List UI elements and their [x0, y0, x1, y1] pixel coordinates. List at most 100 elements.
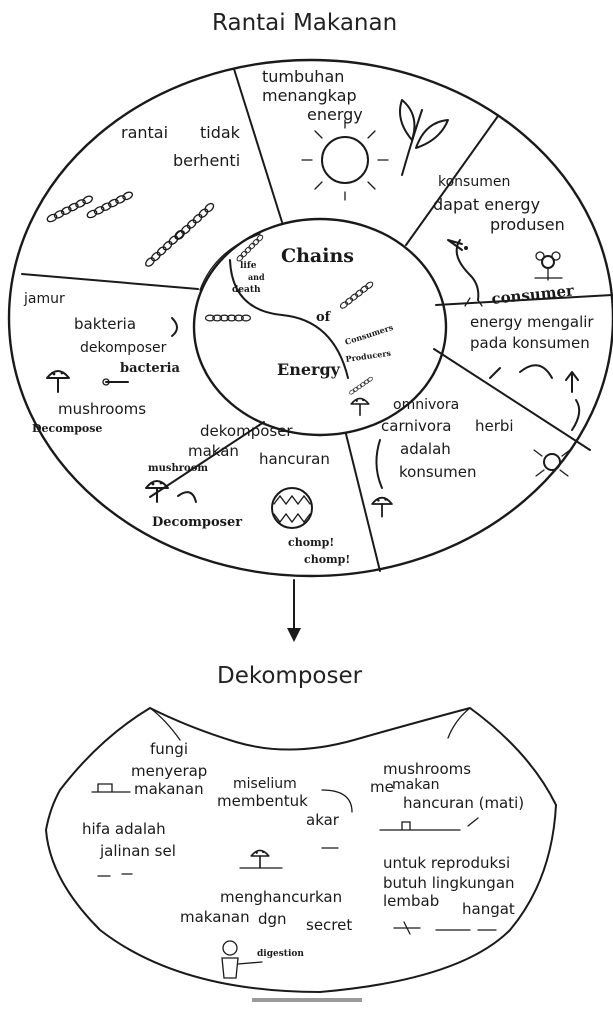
- arc-menghancurkan: menghancurkan makanan dgn secret digesti…: [180, 888, 352, 978]
- dekomposer-mushroom-icon: [146, 481, 168, 502]
- miselium-line-2: membentuk: [217, 792, 308, 810]
- digestion-tag: digestion: [257, 949, 304, 959]
- miselium-mushroom-icon: [251, 850, 269, 867]
- center-chains-label: Chains: [281, 245, 354, 267]
- reproduksi-line-1: untuk reproduksi: [383, 854, 510, 872]
- mushrooms-line-4: hancuran (mati): [403, 794, 524, 812]
- rantai-chain-2: [86, 191, 133, 219]
- bird-icon: [448, 240, 482, 306]
- menghancurkan-line-3: dgn: [258, 910, 287, 928]
- jamur-mushroom-icon: [47, 371, 69, 392]
- wheel: Chains of Energy life and death Consumer…: [9, 60, 613, 576]
- segment-tumbuhan: tumbuhan menangkap energy: [262, 67, 448, 200]
- reproduksi-line-4: hangat: [462, 900, 515, 918]
- dekomposer-line-2: makan: [188, 442, 239, 460]
- tumbuhan-line-3: energy: [307, 105, 363, 124]
- bacteria-tag: bacteria: [120, 361, 180, 376]
- center-life-label: life: [240, 261, 257, 271]
- log-icon: [380, 822, 460, 830]
- center-consumers-label: Consumers: [344, 322, 395, 347]
- fungi-hyphae-icon: [92, 784, 130, 792]
- down-arrow: [287, 580, 301, 642]
- hifa-line-2: jalinan sel: [99, 842, 176, 860]
- reproduksi-line-2: butuh lingkungan: [383, 874, 515, 892]
- person-icon: [222, 941, 262, 978]
- scan-smudge: [252, 998, 362, 1002]
- rantai-line-3: berhenti: [173, 151, 240, 170]
- center-death-label: death: [232, 285, 261, 295]
- jamur-arrow: [172, 318, 177, 336]
- center-chain-2: [206, 315, 251, 321]
- miselium-arrow: [322, 790, 352, 812]
- omnivora-line-2: carnivora: [381, 417, 451, 435]
- rantai-line-2: tidak: [200, 123, 241, 142]
- segment-rantai: rantai tidak berhenti: [46, 123, 241, 268]
- decompose-tag: Decompose: [32, 422, 102, 435]
- fungi-line-3: makanan: [134, 780, 204, 798]
- mushrooms-tag: mushrooms: [58, 400, 146, 418]
- plant-icon: [400, 100, 448, 175]
- omnivora-line-5: konsumen: [399, 463, 477, 481]
- mengalir-line-2: pada konsumen: [470, 334, 590, 352]
- center-hub: Chains of Energy life and death Consumer…: [200, 234, 395, 395]
- mosquito-icon: [490, 368, 500, 378]
- mushrooms-line-3: makan: [392, 777, 440, 793]
- chomping-mouth-icon: [272, 488, 312, 528]
- arc-reproduksi: untuk reproduksi butuh lingkungan lembab…: [383, 854, 515, 934]
- omnivora-arrow: [376, 440, 382, 488]
- flower-icon: [535, 252, 562, 280]
- miselium-line-3: akar: [306, 811, 340, 829]
- hifa-line-1: hifa adalah: [82, 820, 166, 838]
- rantai-chain-3: [144, 229, 185, 268]
- omnivora-mushroom-icon-2: [372, 498, 392, 517]
- center-producers-label: Producers: [345, 348, 392, 364]
- menghancurkan-line-2: makanan: [180, 908, 250, 926]
- mushrooms-line-1: mushrooms: [383, 760, 471, 778]
- jamur-line-2: bakteria: [74, 315, 136, 333]
- jamur-line-3: dekomposer: [80, 340, 167, 356]
- flow-arrow-2: [566, 372, 578, 392]
- segment-jamur: jamur bakteria dekomposer bacteria mushr…: [23, 291, 180, 435]
- chomp-1: chomp!: [288, 536, 334, 549]
- consumer-tag: consumer: [491, 281, 576, 308]
- center-energy-label: Energy: [277, 360, 341, 379]
- konsumen-line-3: produsen: [490, 215, 565, 234]
- chomp-2: chomp!: [304, 553, 350, 566]
- dekomposer-line-3: hancuran: [259, 450, 330, 468]
- tumbuhan-line-1: tumbuhan: [262, 67, 344, 86]
- konsumen-line-2: dapat energy: [433, 195, 540, 214]
- decomposer-tag: Decomposer: [152, 515, 242, 530]
- omnivora-mushroom-icon: [351, 398, 369, 415]
- center-chain-4: [349, 376, 374, 395]
- tumbuhan-line-2: menangkap: [262, 86, 357, 105]
- decomposer-arc-panel: fungi menyerap makanan hifa adalah jalin…: [46, 708, 556, 1002]
- flow-arrow-1: [520, 365, 552, 378]
- menghancurkan-line-4: secret: [306, 916, 352, 934]
- sun-icon: [302, 120, 388, 200]
- mushroom-tag: mushroom: [148, 463, 208, 474]
- sprout-icon: [394, 922, 496, 934]
- miselium-line-1: miselium: [233, 776, 297, 792]
- konsumen-line-1: konsumen: [438, 174, 510, 190]
- segment-konsumen: konsumen dapat energy produsen consumer: [433, 174, 576, 308]
- omnivora-line-1: omnivora: [393, 397, 459, 413]
- dekomposer-line-1: dekomposer: [200, 422, 293, 440]
- jamur-line-1: jamur: [23, 291, 65, 307]
- arc-hifa: hifa adalah jalinan sel: [82, 820, 176, 876]
- fungi-line-2: menyerap: [131, 762, 207, 780]
- menghancurkan-line-1: menghancurkan: [220, 888, 342, 906]
- center-chain-3: [339, 281, 374, 310]
- segment-dekomposer: dekomposer makan hancuran mushroom Decom…: [146, 422, 350, 566]
- center-of-label: of: [316, 310, 332, 325]
- flow-arrow-3: [572, 400, 579, 430]
- arc-mushrooms: mushrooms me makan hancuran (mati): [370, 760, 524, 830]
- center-and-label: and: [248, 272, 265, 282]
- rantai-chain-4: [174, 202, 215, 241]
- hifa-cells-icon: [98, 874, 132, 876]
- arc-miselium: miselium membentuk akar: [217, 776, 352, 868]
- rantai-chain-1: [46, 195, 93, 223]
- mushrooms-arrow: [468, 818, 478, 826]
- fungi-line-1: fungi: [150, 740, 188, 758]
- dekomposer-arrow: [178, 492, 196, 502]
